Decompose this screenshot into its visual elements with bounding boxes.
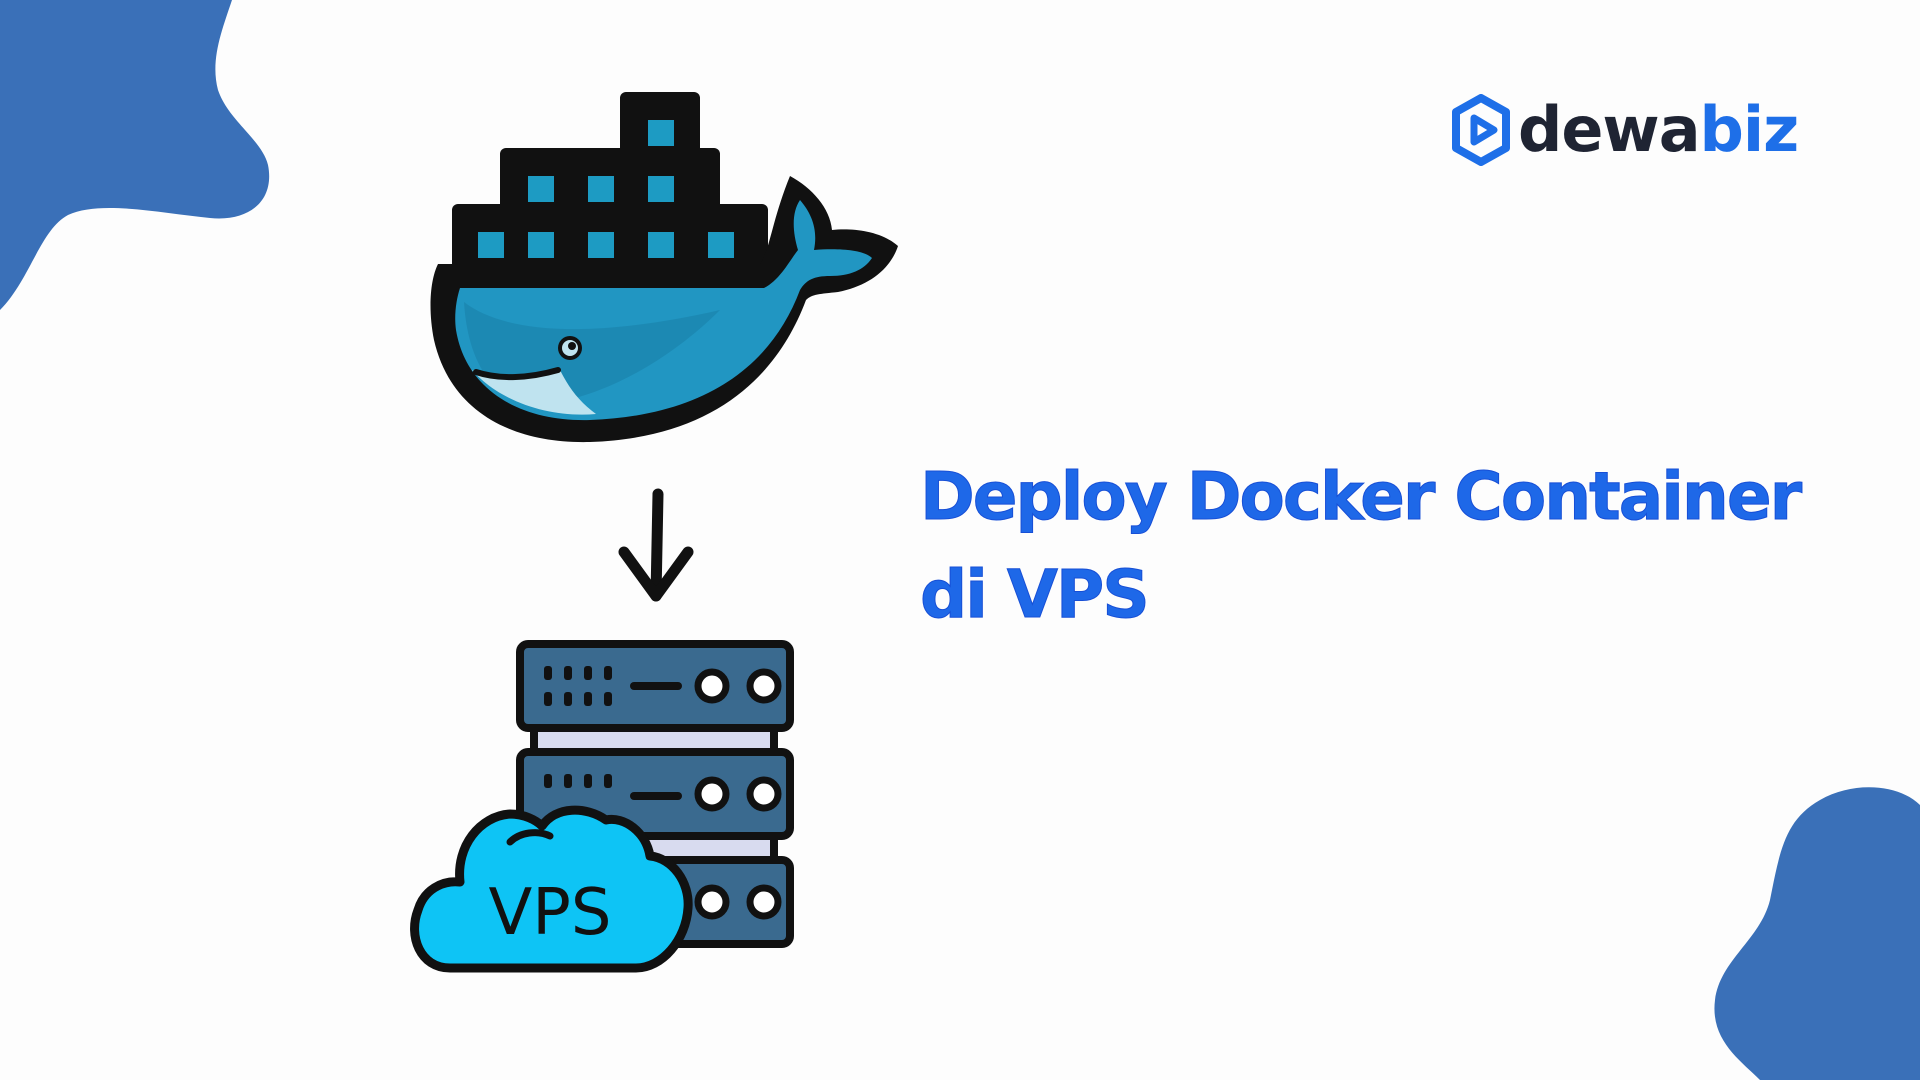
decor-blob-top-left — [0, 0, 270, 310]
brand-logo[interactable]: dewabiz — [1450, 90, 1799, 170]
brand-name-part1: dewa — [1518, 93, 1701, 166]
cloud-label: VPS — [489, 876, 612, 950]
server-rack-icon: VPS — [410, 640, 794, 973]
play-hex-icon — [1452, 94, 1510, 166]
arrow-down-icon — [618, 488, 694, 602]
page-title-line2: di VPS — [920, 556, 1151, 634]
page-title: Deploy Docker Container di VPS — [920, 448, 1900, 644]
brand-name-part2: biz — [1699, 93, 1800, 166]
decor-blob-bottom-right — [1714, 787, 1920, 1080]
docker-whale-icon — [430, 92, 898, 443]
brand-name: dewabiz — [1518, 99, 1799, 161]
page-title-line1: Deploy Docker Container — [920, 458, 1803, 536]
